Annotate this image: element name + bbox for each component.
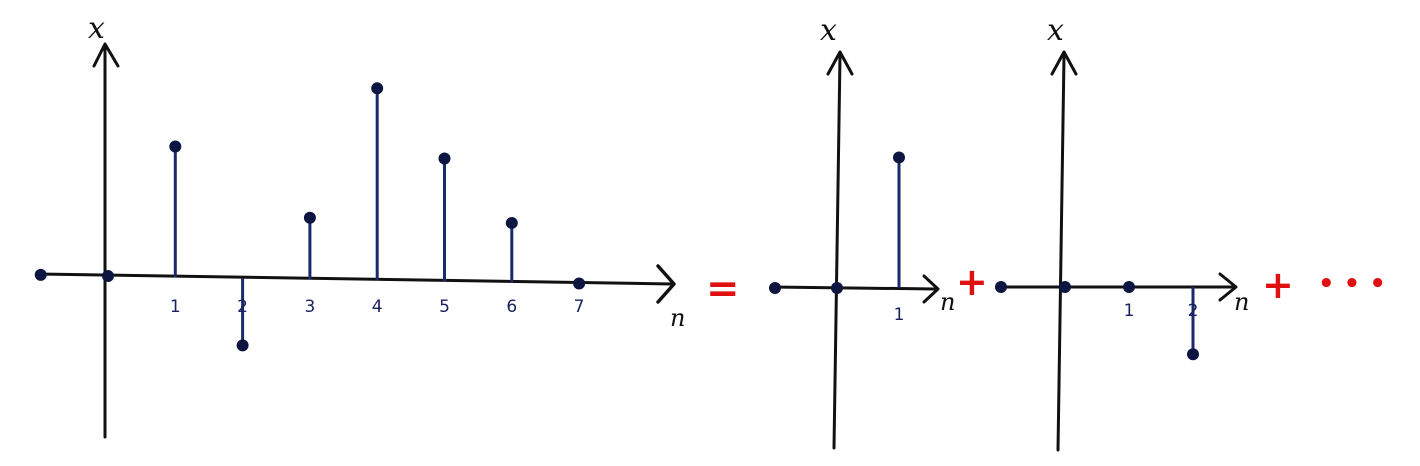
y-axis-label: x: [1047, 13, 1064, 48]
stem-point-n7: [573, 277, 586, 290]
tick-label-1: 1: [894, 305, 905, 325]
stem-point-n6: [505, 216, 518, 229]
y-axis-arrowhead: [1050, 50, 1078, 76]
tick-label-1: 1: [170, 297, 181, 317]
plus-sign-1: +: [956, 260, 988, 304]
stem-point-n1: [169, 140, 182, 153]
tick-label-7: 7: [574, 297, 585, 317]
stem-point-n5: [438, 152, 451, 165]
x-axis-arrowhead: [1218, 272, 1238, 302]
stem-point-n3: [303, 211, 316, 224]
x-axis: [770, 285, 938, 291]
tick-label-3: 3: [304, 297, 315, 317]
x-axis-arrowhead: [656, 264, 676, 304]
equals-sign: =: [706, 266, 740, 312]
stem-point-n0: [102, 270, 114, 282]
x-axis-arrowhead: [922, 274, 940, 304]
x-axis-label: n: [940, 288, 955, 316]
tick-label-2: 2: [1188, 301, 1199, 321]
stem-point-n0: [1059, 281, 1071, 293]
x-axis-label: n: [670, 304, 685, 332]
tick-label-4: 4: [372, 297, 383, 317]
y-axis: [832, 54, 842, 450]
y-axis-arrowhead: [92, 42, 120, 68]
tick-labels: 1: [894, 305, 905, 325]
stem-point-n-1: [34, 268, 47, 281]
stem-point-n2: [236, 339, 249, 352]
stem-point-n-1: [769, 282, 781, 294]
stems: [769, 151, 905, 294]
tick-label-1: 1: [1124, 301, 1135, 321]
stem-point-n1: [893, 151, 905, 164]
tick-label-5: 5: [439, 297, 450, 317]
y-axis-label: x: [820, 13, 837, 48]
y-axis-label: x: [88, 11, 105, 46]
y-axis-arrowhead: [826, 50, 854, 76]
x-axis: [36, 272, 674, 286]
stem-point-n2: [1187, 348, 1199, 361]
stem-point-n1: [1123, 281, 1135, 293]
stems: [995, 281, 1199, 361]
plus-sign-2: +: [1262, 263, 1294, 307]
tick-label-6: 6: [506, 297, 517, 317]
stem-point-n0: [831, 282, 843, 294]
plot-full-signal: x n 1 2 3 4 5 6 7: [34, 11, 685, 439]
x-axis-label: n: [1234, 288, 1249, 316]
plot-term-n1: x n 1: [769, 13, 955, 450]
stem-point-n4: [371, 82, 384, 95]
tick-label-2: 2: [237, 297, 248, 317]
ellipsis: • • •: [1318, 269, 1386, 299]
stem-point-n-1: [995, 281, 1007, 293]
tick-labels: 1 2 3 4 5 6 7: [170, 297, 585, 317]
stems: [34, 82, 586, 352]
y-axis: [1056, 54, 1066, 452]
